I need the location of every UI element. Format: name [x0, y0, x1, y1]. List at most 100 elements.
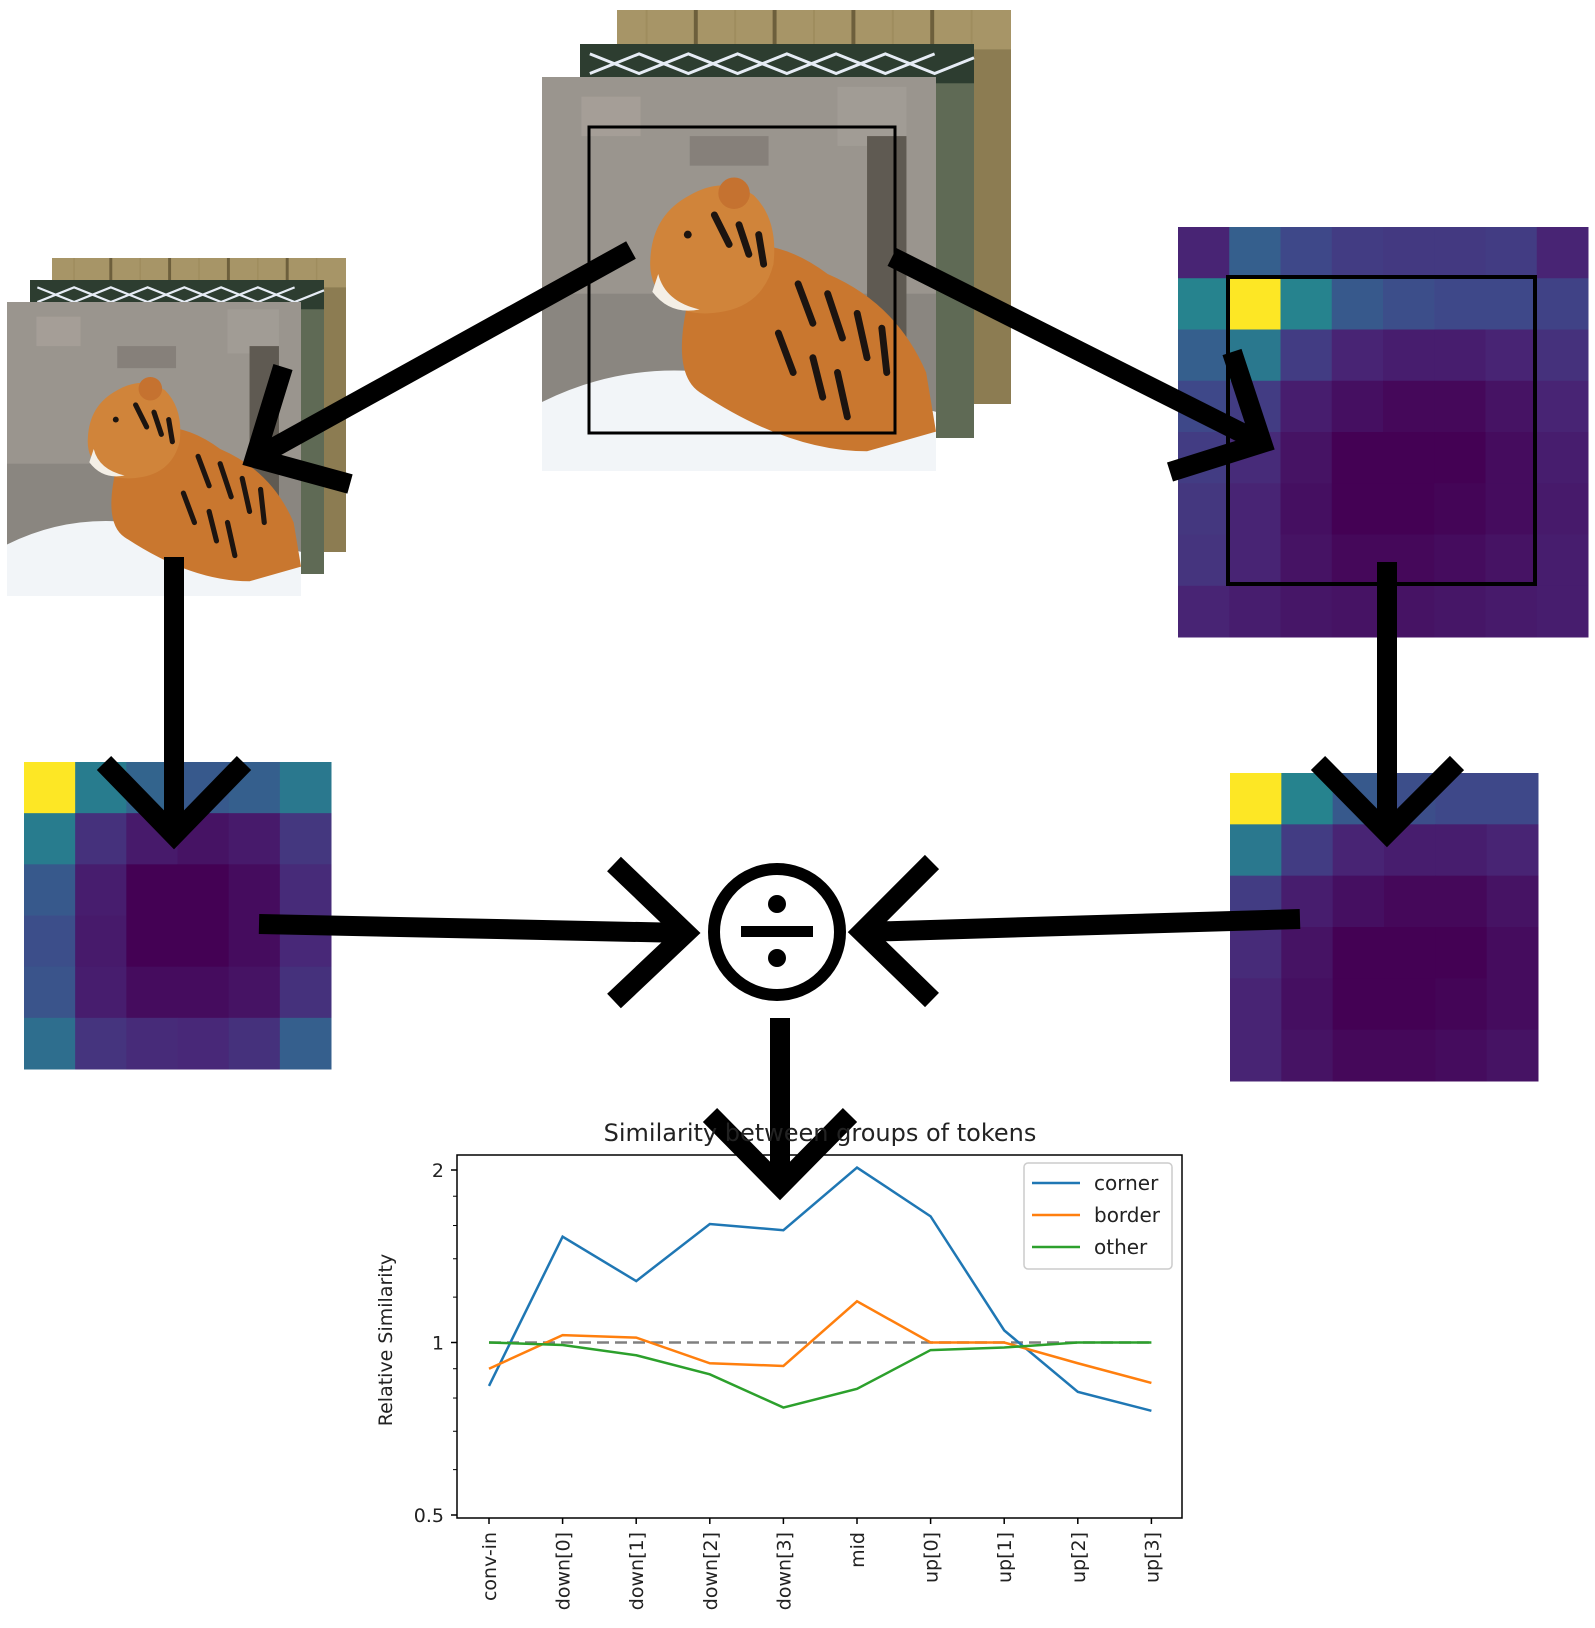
full-heatmap-cell [1434, 329, 1486, 382]
full-heatmap-cell [1178, 329, 1230, 382]
full-heatmap-cell [1178, 585, 1230, 638]
full-heatmap-cell [1331, 483, 1384, 535]
full-heatmap-cell [1536, 329, 1589, 382]
crop-heatmap-cell [126, 966, 178, 1019]
chart-title: Similarity between groups of tokens [604, 1119, 1037, 1147]
crop-heatmap-cell [24, 813, 76, 865]
full-heatmap-cell [1331, 329, 1384, 382]
series-line-corner [487, 1165, 1152, 1413]
crop-heatmap-cell [279, 762, 332, 814]
full-heatmap-cell [1280, 227, 1333, 279]
full-heatmap-cell [1331, 534, 1384, 587]
full-heatmap-cell [1485, 380, 1538, 433]
full-heatmap-cell [1331, 432, 1384, 484]
crop-heatmap-cell [126, 864, 178, 916]
cropped-heatmap-cell [1332, 927, 1385, 979]
full-heatmap-cell [1383, 483, 1435, 535]
full-heatmap-cell [1536, 534, 1589, 587]
full-heatmap-cell [1485, 329, 1538, 382]
cropped-heatmap-cell [1281, 978, 1334, 1031]
full-heatmap-cell [1383, 278, 1435, 330]
x-tick-label: up[0] [921, 1532, 943, 1583]
series-line-other [488, 1341, 1152, 1409]
division-icon [708, 863, 846, 1001]
full-heatmap-cell [1229, 227, 1281, 279]
full-heatmap-cell [1485, 432, 1538, 484]
full-heatmap-cell [1536, 227, 1589, 279]
full-image-stack [542, 8, 1013, 471]
cropped-heatmap-cell [1230, 1029, 1282, 1082]
arrow-crop-to-heatmap [96, 557, 252, 850]
y-tick-label: 1 [432, 1333, 444, 1355]
cropped-heatmap-cell [1486, 773, 1539, 825]
full-heatmap-cell [1434, 534, 1486, 587]
crop-heatmap-cell [75, 864, 127, 916]
cropped-heatmap-cell [1281, 927, 1334, 979]
crop-heatmap-cell [279, 813, 332, 865]
arrow-division-to-chart [702, 1018, 858, 1201]
full-heatmap-cell [1485, 483, 1538, 535]
y-axis-label: Relative Similarity [375, 1254, 397, 1427]
cropped-heatmap-cell [1332, 1029, 1385, 1082]
full-heatmap-cell [1536, 380, 1589, 433]
full-heatmap-cell [1434, 227, 1486, 279]
cropped-heatmap-cell [1281, 824, 1334, 877]
cropped-heatmap-cell [1230, 978, 1282, 1031]
crop-heatmap-cell [75, 966, 127, 1019]
x-tick-label: up[1] [994, 1532, 1016, 1583]
x-tick-label: down[1] [626, 1532, 648, 1610]
cropped-heatmap-cell [1486, 824, 1539, 877]
arrow-heatmap-to-crop [1310, 562, 1465, 848]
full-heatmap-cell [1229, 534, 1281, 587]
full-heatmap-cell [1178, 227, 1230, 279]
full-heatmap-cell [1280, 585, 1333, 638]
full-heatmap-cell [1280, 534, 1333, 587]
crop-heatmap-cell [24, 966, 76, 1019]
full-heatmap-cell [1383, 227, 1435, 279]
crop-heatmap-cell [228, 864, 281, 916]
x-tick-label: conv-in [479, 1532, 501, 1601]
crop-heatmap-cell [75, 1017, 127, 1070]
cropped-heatmap-cell [1435, 824, 1488, 877]
full-heatmap-cell [1280, 380, 1333, 433]
full-heatmap-cell [1536, 432, 1589, 484]
full-heatmap-cell [1229, 585, 1281, 638]
crop-heatmap-cell [177, 1017, 230, 1070]
arrow-image-to-crop [242, 241, 636, 494]
full-heatmap-cell [1178, 278, 1230, 330]
x-tick-label: down[0] [553, 1532, 575, 1610]
crop-heatmap-cell [228, 813, 281, 865]
y-tick-label: 0.5 [414, 1505, 444, 1527]
full-heatmap-cell [1229, 483, 1281, 535]
full-heatmap-cell [1536, 483, 1589, 535]
full-heatmap-cell [1280, 432, 1333, 484]
full-heatmap-cell [1536, 585, 1589, 638]
crop-heatmap-cell [75, 813, 127, 865]
full-heatmap-cell [1280, 329, 1333, 382]
cropped-heatmap-cell [1435, 927, 1488, 979]
crop-heatmap-cell [177, 915, 230, 968]
cropped-heatmap-cell [1486, 875, 1539, 928]
cropped-heatmap-cell [1230, 824, 1282, 877]
full-heatmap-cell [1331, 585, 1384, 638]
full-heatmap-cell [1485, 585, 1538, 638]
full-image-similarity-heatmap [1178, 227, 1589, 638]
crop-heatmap-cell [177, 864, 230, 916]
cropped-heatmap-cell [1230, 927, 1282, 979]
full-heatmap-cell [1485, 278, 1538, 330]
similarity-line-chart: Similarity between groups of tokens 0.5 1… [375, 1119, 1183, 1610]
crop-heatmap-cell [75, 915, 127, 968]
crop-heatmap-cell [24, 762, 76, 814]
full-heatmap-cell [1434, 380, 1486, 433]
crop-heatmap-cell [126, 1017, 178, 1070]
crop-heatmap-cell [24, 1017, 76, 1070]
cropped-heatmap-cell [1486, 978, 1539, 1031]
x-tick-label: up[3] [1141, 1532, 1163, 1583]
crop-heatmap-cell [24, 864, 76, 916]
crop-heatmap-cell [228, 1017, 281, 1070]
full-heatmap-cell [1280, 483, 1333, 535]
arrow-left-to-division [258, 856, 701, 1009]
cropped-heatmap-cell [1435, 875, 1488, 928]
